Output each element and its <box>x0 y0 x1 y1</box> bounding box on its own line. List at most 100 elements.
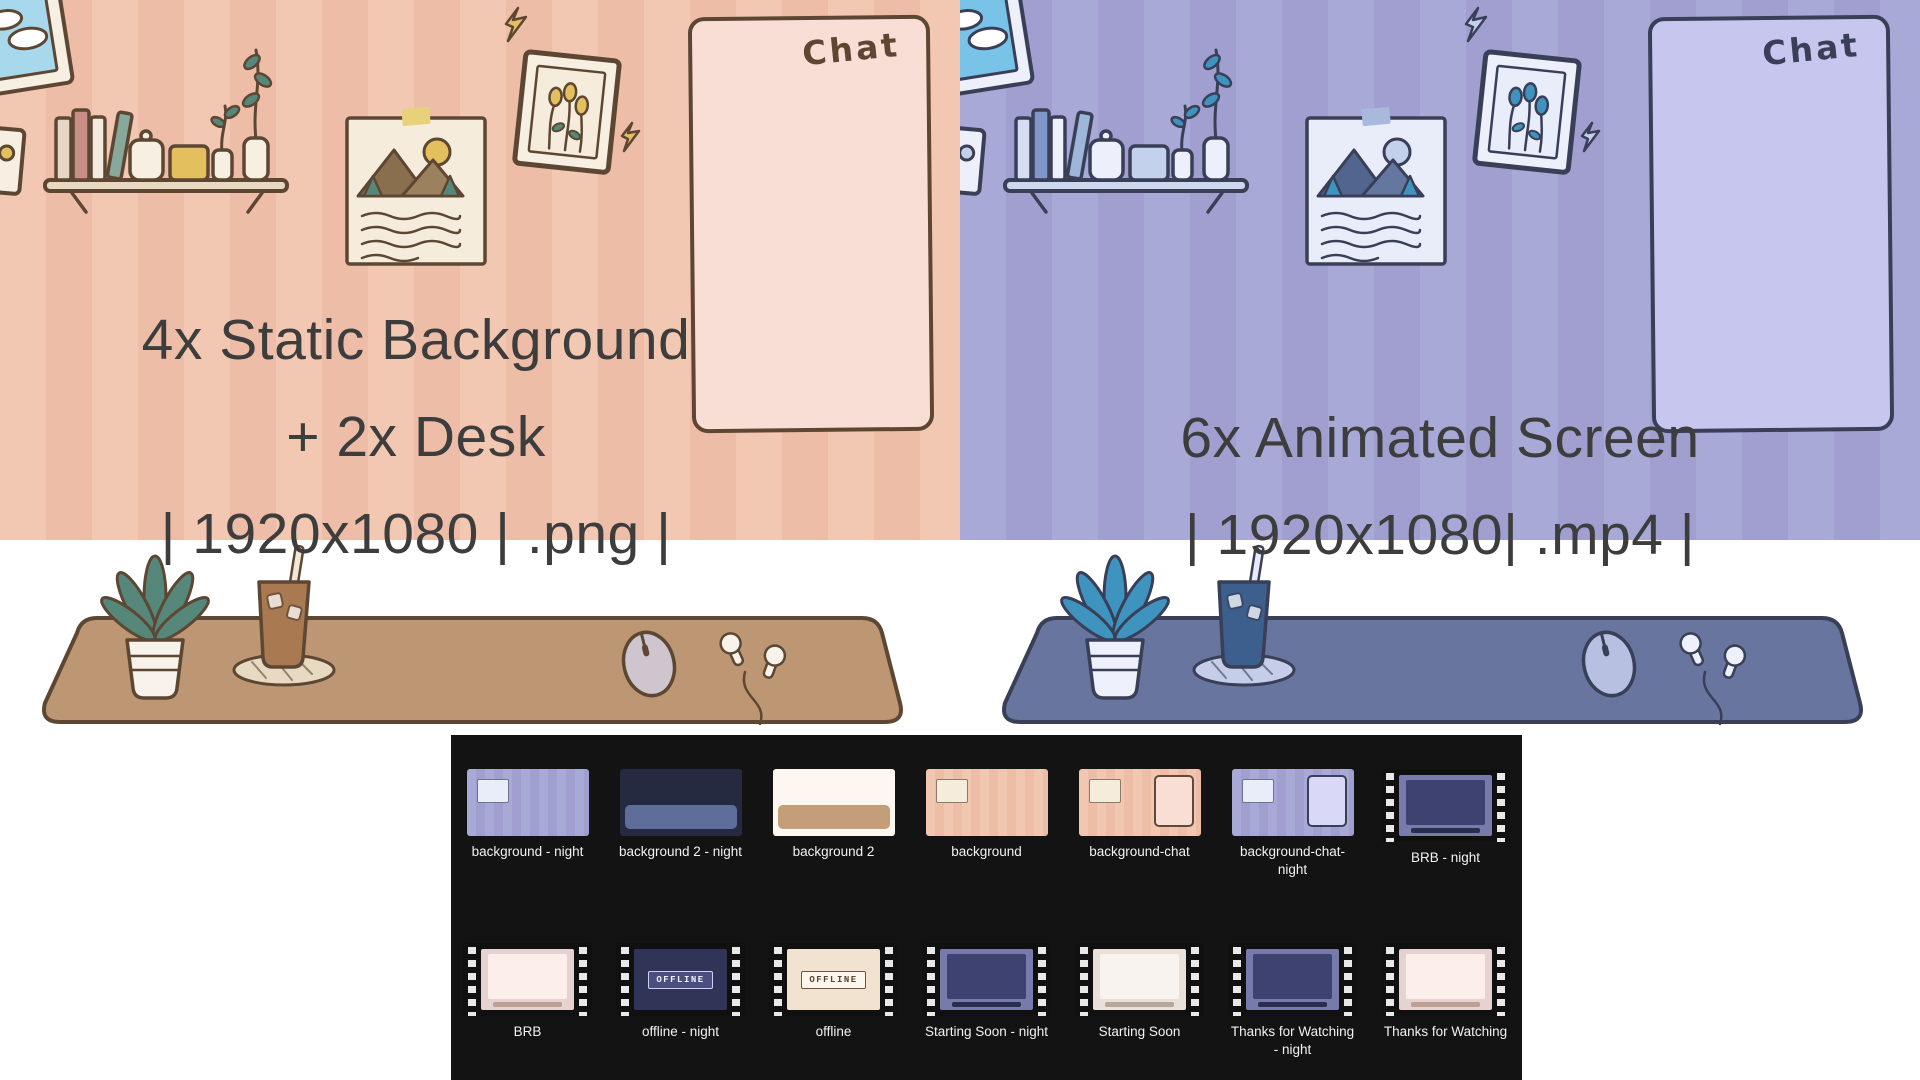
chat-panel-label: Chat <box>1760 24 1862 74</box>
file-item[interactable]: background - night <box>464 769 591 861</box>
filmstrip-sprockets <box>1383 943 1397 1016</box>
filmstrip-screen <box>1399 775 1492 836</box>
filmstrip-screen: OFFLINE <box>634 949 727 1010</box>
file-label: Thanks for Watching - night <box>1230 1024 1355 1057</box>
file-thumbnail-image <box>1231 769 1354 836</box>
wall-illustration <box>0 0 641 266</box>
filmstrip-sprockets <box>924 943 938 1016</box>
file-label: background-chat-night <box>1239 844 1346 877</box>
caption-line: + 2x Desk <box>286 404 546 469</box>
file-label: BRB - night <box>1410 850 1481 865</box>
chat-panel-night: Chat <box>1647 14 1895 434</box>
file-thumbnail-image <box>466 769 589 836</box>
shelf-plant <box>1201 48 1233 182</box>
file-item[interactable]: background 2 - night <box>617 769 744 861</box>
caption-line: 4x Static Background <box>141 308 691 372</box>
shelf <box>1003 178 1249 214</box>
mouse <box>621 630 677 698</box>
filmstrip-sprockets <box>1035 943 1049 1016</box>
caption-line: | 1920x1080 | .png | <box>160 501 672 566</box>
file-item[interactable]: BRB <box>463 943 592 1041</box>
filmstrip-sprockets <box>882 943 896 1016</box>
filmstrip-sprockets <box>576 943 590 1016</box>
file-thumbnail-video: OFFLINE <box>769 943 898 1016</box>
file-label: offline <box>815 1024 852 1039</box>
desk-illustration <box>42 544 903 726</box>
jar <box>128 129 165 182</box>
file-label: background 2 <box>792 844 875 859</box>
filmstrip-sprockets <box>1077 943 1091 1016</box>
desk-plant <box>1060 554 1170 700</box>
chat-panel-label: Chat <box>800 24 902 74</box>
panel-day-scene: Chat <box>0 0 960 740</box>
shelf <box>43 178 289 214</box>
file-item[interactable]: Thanks for Watching <box>1381 943 1510 1041</box>
mouse <box>1581 630 1637 698</box>
file-thumbnail-video <box>1381 769 1510 842</box>
file-label: background 2 - night <box>618 844 743 859</box>
file-item[interactable]: Starting Soon - night <box>922 943 1051 1041</box>
file-item[interactable]: Starting Soon <box>1075 943 1204 1041</box>
file-item[interactable]: background 2 <box>770 769 897 861</box>
file-item[interactable]: background-chat <box>1076 769 1203 861</box>
file-thumbnail-video <box>1381 943 1510 1016</box>
caption-animated-screens: 6x Animated Screen | 1920x1080| .mp4 | <box>960 390 1920 584</box>
file-label: Thanks for Watching <box>1383 1024 1508 1039</box>
flower-frame <box>1472 49 1582 175</box>
caption-line: | 1920x1080| .mp4 | <box>1184 502 1696 567</box>
desk-art-day <box>0 540 960 740</box>
offline-sign: OFFLINE <box>648 970 713 989</box>
mountain-poster <box>1305 106 1447 266</box>
lightning-doodle <box>1464 6 1488 43</box>
earbuds <box>1679 632 1747 726</box>
file-item[interactable]: Thanks for Watching - night <box>1228 943 1357 1058</box>
file-item[interactable]: BRB - night <box>1381 769 1510 867</box>
books <box>54 108 134 182</box>
tin-box <box>168 144 210 182</box>
iced-drink <box>232 544 336 687</box>
filmstrip-screen <box>481 949 574 1010</box>
file-item[interactable]: OFFLINE offline <box>769 943 898 1041</box>
filmstrip-sprockets <box>771 943 785 1016</box>
file-thumbnail-video <box>463 943 592 1016</box>
desk-mat <box>42 616 903 724</box>
file-label: background-chat <box>1089 844 1190 859</box>
file-row: background - night background 2 - night ba… <box>464 769 1510 885</box>
file-item[interactable]: background-chat-night <box>1229 769 1356 878</box>
filmstrip-sprockets <box>465 943 479 1016</box>
small-picture-frame <box>925 124 987 196</box>
file-thumbnail-video: OFFLINE <box>616 943 745 1016</box>
file-label: Starting Soon <box>1098 1024 1181 1039</box>
jar <box>1088 129 1125 182</box>
filmstrip-sprockets <box>1494 943 1508 1016</box>
desk-art-night <box>960 540 1920 740</box>
mountain-poster <box>345 106 487 266</box>
caption-line: 6x Animated Screen <box>1180 406 1700 470</box>
file-item[interactable]: background <box>923 769 1050 861</box>
small-picture-frame <box>0 124 27 196</box>
filmstrip-sprockets <box>1230 943 1244 1016</box>
file-thumbnail-image <box>1078 769 1201 836</box>
filmstrip-sprockets <box>1341 943 1355 1016</box>
filmstrip-screen <box>1246 949 1339 1010</box>
panel-night-scene: Chat <box>914 0 1920 740</box>
caption-static-backgrounds: 4x Static Background + 2x Desk | 1920x10… <box>0 292 832 583</box>
file-thumbnail-image <box>772 769 895 836</box>
iced-drink <box>1192 544 1296 687</box>
shelf-plant <box>241 48 273 182</box>
file-thumbnail-video <box>1075 943 1204 1016</box>
file-explorer-strip: background - night background 2 - night ba… <box>451 735 1522 1080</box>
earbuds <box>719 632 787 726</box>
desk-mat <box>1002 616 1863 724</box>
offline-sign: OFFLINE <box>801 970 866 989</box>
file-label: background <box>951 844 1022 859</box>
file-label: background - night <box>471 844 584 859</box>
file-label: Starting Soon - night <box>924 1024 1049 1039</box>
file-thumbnail-image <box>925 769 1048 836</box>
file-label: BRB <box>513 1024 542 1039</box>
filmstrip-screen <box>1399 949 1492 1010</box>
lightning-doodle <box>620 121 641 153</box>
